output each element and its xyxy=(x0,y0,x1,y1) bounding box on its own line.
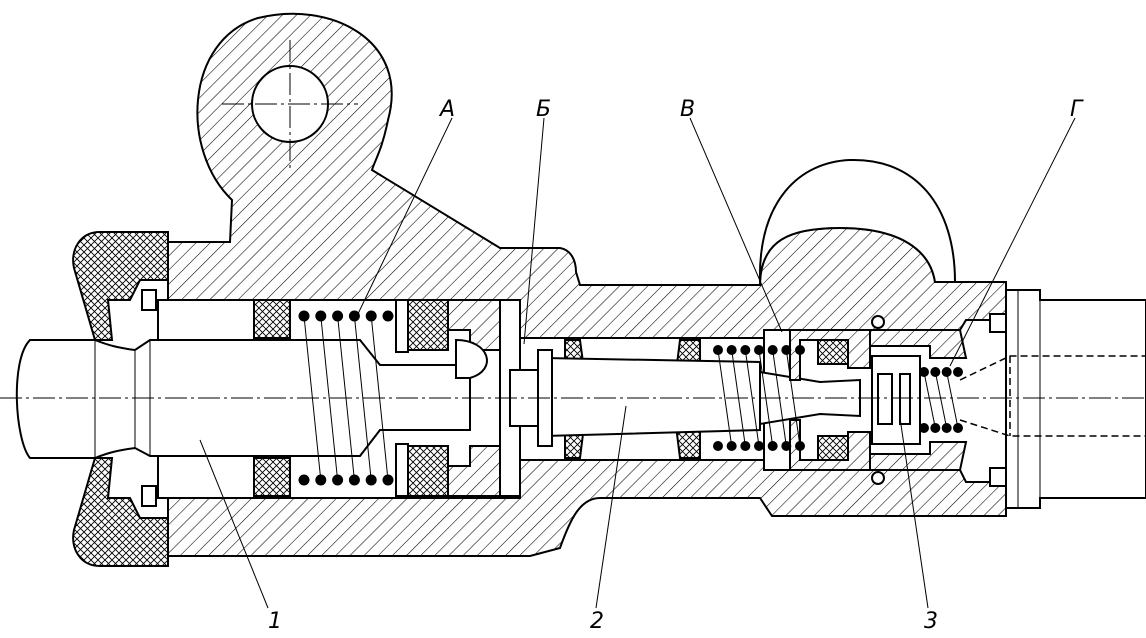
label-a: А xyxy=(438,97,455,122)
callout-labels: А Б В Г 1 2 3 xyxy=(268,97,1084,634)
leader-lines xyxy=(199,117,1076,609)
spring-coil xyxy=(740,441,751,451)
spring-coil xyxy=(315,474,327,486)
spring-wire xyxy=(717,349,733,447)
spring-coil xyxy=(754,441,764,451)
label-v: В xyxy=(680,97,695,122)
spring-coil xyxy=(332,474,344,486)
spring-wire xyxy=(320,315,339,481)
valve-seat xyxy=(789,313,1007,487)
spring-coil xyxy=(795,345,805,355)
spring-coil xyxy=(382,310,394,322)
spring-coil xyxy=(767,441,778,451)
spring-wire xyxy=(934,371,948,429)
center-lines xyxy=(0,40,1146,399)
spring-coil xyxy=(713,441,723,451)
spring-coil xyxy=(919,423,929,433)
spring-wire xyxy=(946,371,959,429)
spring-coil xyxy=(382,474,394,486)
spring-coil xyxy=(348,474,360,486)
spring-coil xyxy=(930,423,941,433)
spring-wire xyxy=(353,315,372,481)
label-1: 1 xyxy=(268,609,282,634)
spring-coil xyxy=(953,423,963,433)
spring-coil xyxy=(941,423,952,433)
spring-coil xyxy=(795,441,805,451)
label-3: 3 xyxy=(924,609,938,634)
spring-coil xyxy=(726,441,737,451)
end-cap xyxy=(72,231,169,567)
outlet-fitting xyxy=(959,289,1146,509)
spring-coil xyxy=(781,441,792,451)
spring-wire xyxy=(923,371,936,429)
spring-coil xyxy=(953,367,963,377)
label-b: Б xyxy=(536,97,551,122)
spring-coil xyxy=(365,474,377,486)
spring-g xyxy=(919,367,963,433)
label-g: Г xyxy=(1070,97,1084,122)
label-2: 2 xyxy=(590,609,604,634)
piston-rod xyxy=(15,339,471,459)
spring-coil xyxy=(298,474,310,486)
